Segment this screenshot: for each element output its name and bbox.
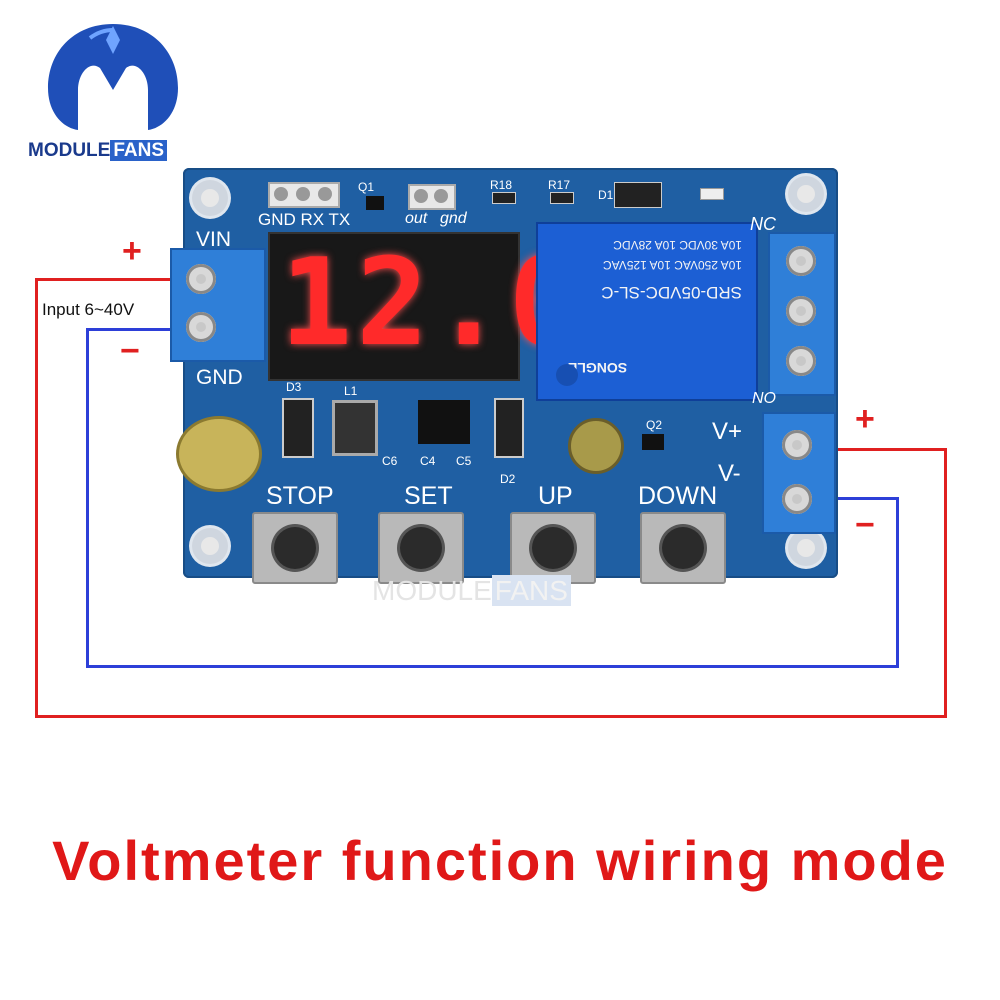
logo-word-module: MODULE [28,140,111,161]
gnd-label: GND [196,366,243,389]
vin-label: VIN [196,228,232,251]
l1-label: L1 [344,384,358,398]
relay: SRD-05VDC-SL-C 10A 250VAC 10A 125VAC 10A… [536,222,758,401]
r18-label: R18 [490,178,513,192]
q1-label: Q1 [358,180,375,194]
uart-header [268,182,340,208]
q2-label: Q2 [646,418,663,432]
set-button[interactable] [378,512,464,584]
input-terminal-block [170,248,266,362]
led [700,188,724,200]
d2-diode [494,398,524,458]
output-minus-sign: − [855,506,875,544]
r18-resistor [492,192,516,204]
down-label: DOWN [638,482,718,510]
relay-terminal-screw-no [786,346,816,376]
input-terminal-screw-plus [186,264,216,294]
relay-rating-ac: 10A 250VAC 10A 125VAC [603,258,742,272]
nc-label: NC [750,214,776,234]
c4-label: C4 [420,454,436,468]
down-button-cap [662,527,704,569]
mounting-hole-top-left [192,180,228,216]
relay-terminal-screw-nc [786,246,816,276]
stop-button-cap [274,527,316,569]
relay-marker-dot [556,364,578,386]
watermark-word-module: MODULE [372,575,492,606]
relay-rating-dc: 10A 30VDC 10A 28VDC [613,238,742,252]
vplus-label: V+ [712,418,743,445]
set-button-cap [400,527,442,569]
l1-inductor [332,400,378,456]
wire-red-left-vertical [35,278,38,718]
logo-word-fans: FANS [110,140,168,161]
d3-diode [282,398,314,458]
wire-red-bottom [35,715,947,718]
watermark-word-fans: FANS [491,575,571,606]
stop-label: STOP [266,482,334,510]
down-button[interactable] [640,512,726,584]
input-terminal-screw-minus [186,312,216,342]
input-minus-sign: − [120,332,140,370]
relay-terminal-screw-com [786,296,816,326]
mounting-hole-bottom-right [788,530,824,566]
wire-blue-left-vertical [86,328,89,668]
ic-chip [418,400,470,444]
wire-red-right-vertical [944,448,947,718]
buzzer [568,418,624,474]
set-label: SET [404,482,453,510]
up-label: UP [538,482,573,510]
no-label: NO [752,390,776,407]
display-readout: 12.0 [280,234,585,373]
relay-model: SRD-05VDC-SL-C [601,283,742,302]
out-label: out [405,210,428,227]
q1-transistor [366,196,384,210]
wire-blue-bottom [86,665,899,668]
r17-label: R17 [548,178,571,192]
wire-blue-right-vertical [896,497,899,668]
wire-output-minus-horizontal [830,497,899,500]
mounting-hole-bottom-left [192,528,228,564]
logo-emblem-icon [48,24,178,130]
up-button[interactable] [510,512,596,584]
up-button-cap [532,527,574,569]
d1-diode [614,182,662,208]
voltage-terminal-block [762,412,836,534]
r17-resistor [550,192,574,204]
gnd-small-label: gnd [440,210,467,227]
q2-transistor [642,434,664,450]
voltage-terminal-screw-plus [782,430,812,460]
stop-button[interactable] [252,512,338,584]
wire-input-plus-horizontal [35,278,188,281]
output-plus-sign: + [855,400,875,438]
out-header [408,184,456,210]
input-voltage-label: Input 6~40V [42,300,135,319]
d3-label: D3 [286,380,302,394]
caption: Voltmeter function wiring mode [52,829,948,892]
wire-input-minus-horizontal [86,328,188,331]
d1-label: D1 [598,188,614,202]
wire-output-plus-horizontal [830,448,947,451]
relay-terminal-block [768,232,836,396]
uart-label: GND RX TX [258,210,351,229]
seven-segment-display: 12.0 [268,232,581,381]
mounting-hole-top-right [788,176,824,212]
c6-label: C6 [382,454,398,468]
electrolytic-capacitor [176,416,262,492]
voltage-terminal-screw-minus [782,484,812,514]
c5-label: C5 [456,454,472,468]
d2-label: D2 [500,472,516,486]
vminus-label: V- [718,460,741,487]
input-plus-sign: + [122,232,142,270]
